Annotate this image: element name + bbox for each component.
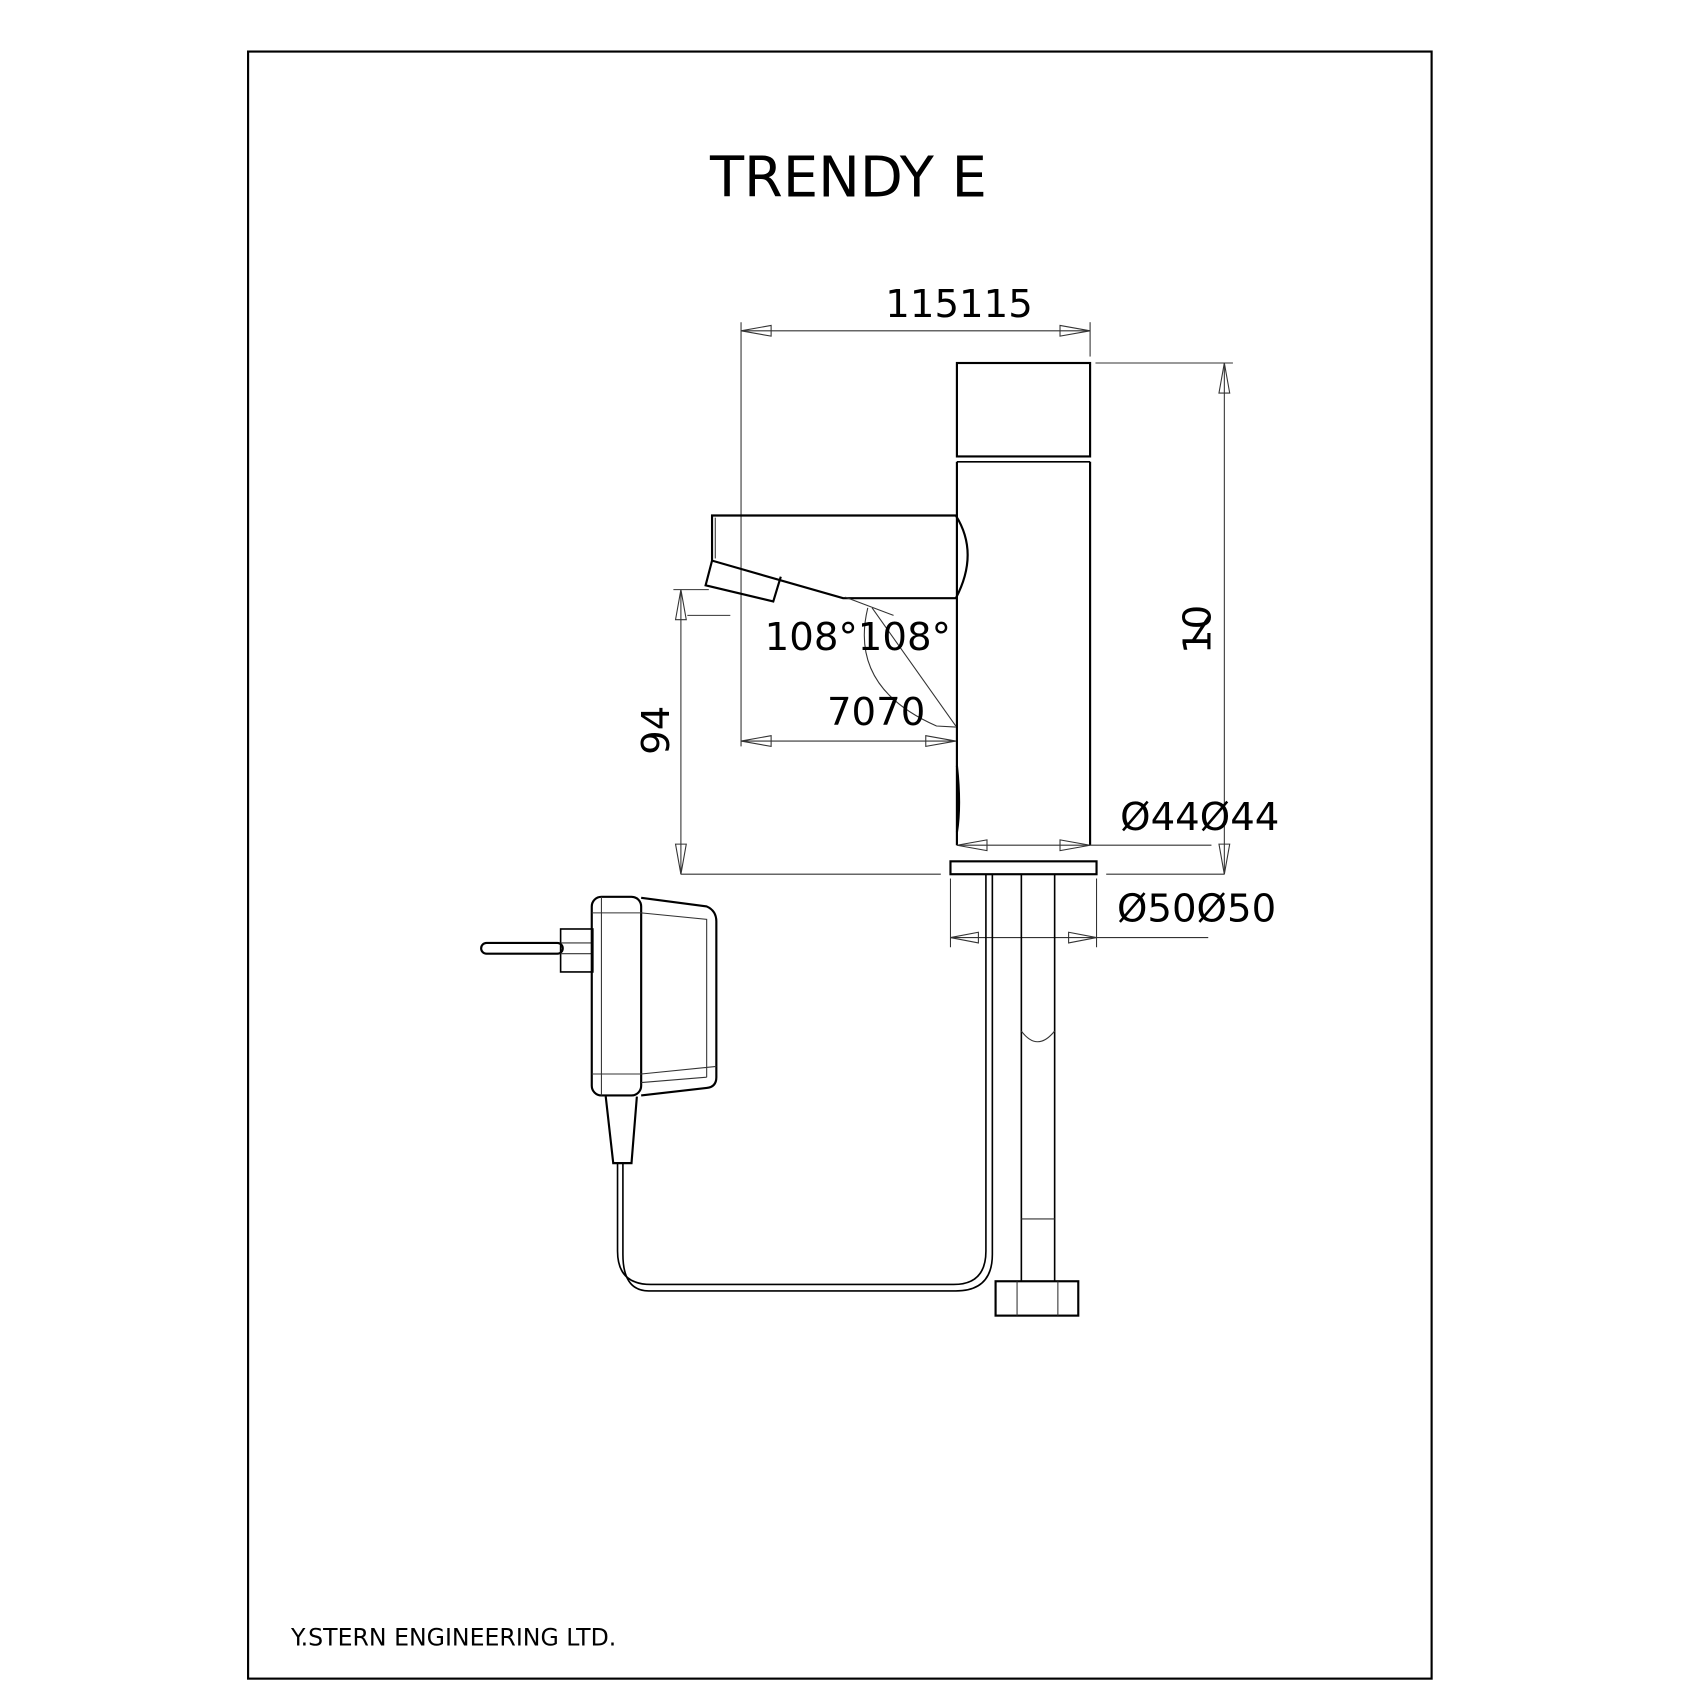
- base-plate: [680, 860, 1225, 876]
- power-adapter-icon: [480, 895, 718, 1165]
- dimension-base-diameter: Ø50Ø50: [949, 878, 1276, 948]
- faucet-body: [955, 361, 1092, 846]
- svg-text:7070: 7070: [827, 690, 925, 735]
- dimension-body-diameter: Ø44Ø44: [956, 795, 1279, 852]
- power-cable: [616, 874, 994, 1292]
- svg-text:Ø44Ø44: Ø44Ø44: [1120, 795, 1279, 840]
- drawing-border: [247, 50, 1433, 1680]
- svg-text:Ø50Ø50: Ø50Ø50: [1117, 886, 1276, 931]
- dimension-spout-angle: 108°108°: [765, 596, 957, 728]
- svg-text:115115: 115115: [885, 282, 1033, 327]
- supply-pipe: [994, 874, 1080, 1317]
- drawing-title: TRENDY E: [709, 146, 987, 211]
- svg-text:94: 94: [634, 706, 679, 755]
- dimension-spout-reach: 7070: [740, 690, 956, 748]
- svg-text:10: 10: [1175, 605, 1220, 654]
- faucet-spout: [687, 514, 969, 616]
- company-footer: Y.STERN ENGINEERING LTD.: [290, 1623, 616, 1651]
- dimension-overall-width: 115115: [740, 282, 1091, 747]
- svg-text:108°108°: 108°108°: [765, 615, 951, 660]
- dimension-spout-height: 94: [634, 589, 709, 875]
- dimension-overall-height: 10: [1095, 362, 1233, 875]
